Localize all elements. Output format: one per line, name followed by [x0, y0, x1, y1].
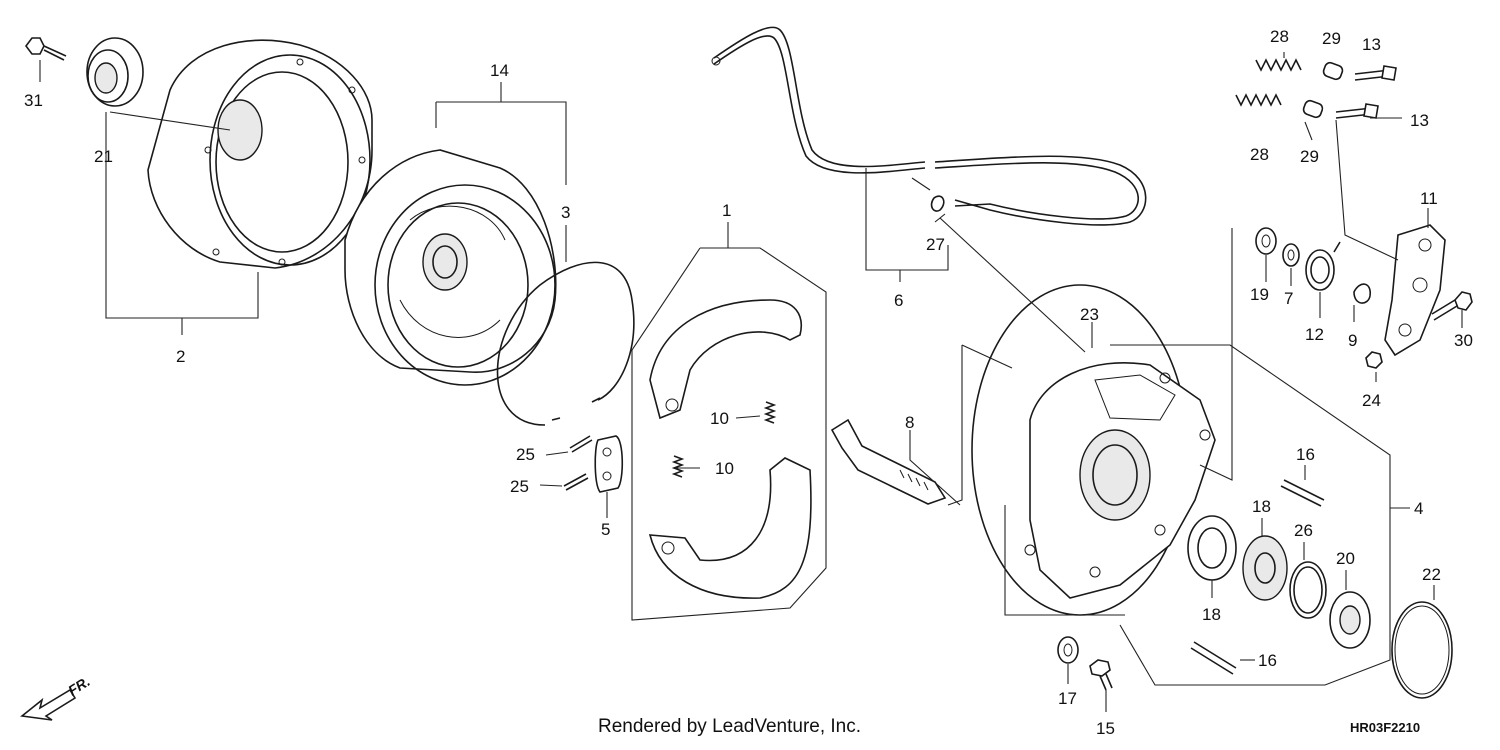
- stud-16-upper: [1280, 479, 1325, 507]
- washer-7: [1282, 243, 1300, 267]
- o-ring-22: [1391, 601, 1453, 699]
- washer-19: [1255, 227, 1277, 255]
- indicator-9: [1353, 283, 1371, 304]
- springs-10: [671, 401, 777, 478]
- callout: 11: [1420, 189, 1438, 208]
- callout: 21: [94, 147, 113, 166]
- callout: 24: [1362, 391, 1381, 410]
- bearing-18: [1187, 515, 1288, 601]
- callout: 31: [24, 91, 43, 110]
- washer-17: [1057, 636, 1079, 664]
- bolt-15: [1089, 659, 1113, 691]
- callout: 25: [516, 445, 535, 464]
- clip-27: [930, 195, 945, 212]
- callout: 27: [926, 235, 945, 254]
- brake-drum-14: [344, 149, 557, 386]
- cam-shaft-8: [830, 418, 947, 505]
- circlip-26: [1289, 561, 1327, 619]
- callout: 8: [905, 413, 914, 432]
- leader-lines: [39, 52, 1463, 712]
- nut-24: [1365, 351, 1383, 369]
- callout: 25: [510, 477, 529, 496]
- springs-28: [1235, 58, 1302, 107]
- callout: 23: [1080, 305, 1099, 324]
- stud-16-lower: [1190, 641, 1237, 675]
- callout: 13: [1362, 35, 1381, 54]
- front-direction-arrow-icon: FR.: [20, 673, 93, 721]
- callout: 7: [1284, 289, 1293, 308]
- callout: 13: [1410, 111, 1429, 130]
- pins-13: [1335, 65, 1397, 119]
- callout: 10: [715, 459, 734, 478]
- callout: 29: [1322, 29, 1341, 48]
- callout: 18: [1202, 605, 1221, 624]
- callout: 20: [1336, 549, 1355, 568]
- pins-25: [563, 435, 593, 491]
- breather-tube-6: [711, 26, 1147, 226]
- callout: 26: [1294, 521, 1313, 540]
- seal-21: [86, 37, 144, 107]
- plate-5: [594, 435, 624, 493]
- lever-11: [1384, 224, 1446, 357]
- callout: 6: [894, 291, 903, 310]
- callout: 2: [176, 347, 185, 366]
- callout: 19: [1250, 285, 1269, 304]
- drum-cover-2: [147, 39, 373, 269]
- seal-20: [1329, 591, 1371, 649]
- callout: 1: [722, 201, 731, 220]
- callout: 16: [1296, 445, 1315, 464]
- callout: 28: [1270, 27, 1289, 46]
- callout-labels: 31 21 2 14 3 1 25 25 5 10 10 8 6 27 23 2…: [24, 27, 1473, 738]
- callout: 29: [1300, 147, 1319, 166]
- bolt-31: [25, 37, 67, 61]
- credit-text: Rendered by LeadVenture, Inc.: [598, 716, 861, 737]
- callout: 18: [1252, 497, 1271, 516]
- callout: 10: [710, 409, 729, 428]
- callout: 16: [1258, 651, 1277, 670]
- callout: 28: [1250, 145, 1269, 164]
- callout: 17: [1058, 689, 1077, 708]
- callout: 4: [1414, 499, 1423, 518]
- callout: 15: [1096, 719, 1115, 738]
- brake-panel-23: [971, 284, 1216, 616]
- callout: 5: [601, 520, 610, 539]
- collars-29: [1302, 61, 1344, 119]
- callout: 12: [1305, 325, 1324, 344]
- callout: 3: [561, 203, 570, 222]
- diagram-code: HR03F2210: [1350, 720, 1420, 735]
- snap-ring-3: [496, 261, 635, 426]
- callout: 30: [1454, 331, 1473, 350]
- bolt-30: [1431, 291, 1473, 321]
- callout: 14: [490, 61, 509, 80]
- callout: 22: [1422, 565, 1441, 584]
- spring-12: [1305, 241, 1341, 291]
- brake-shoes-1: [648, 299, 812, 599]
- callout: 9: [1348, 331, 1357, 350]
